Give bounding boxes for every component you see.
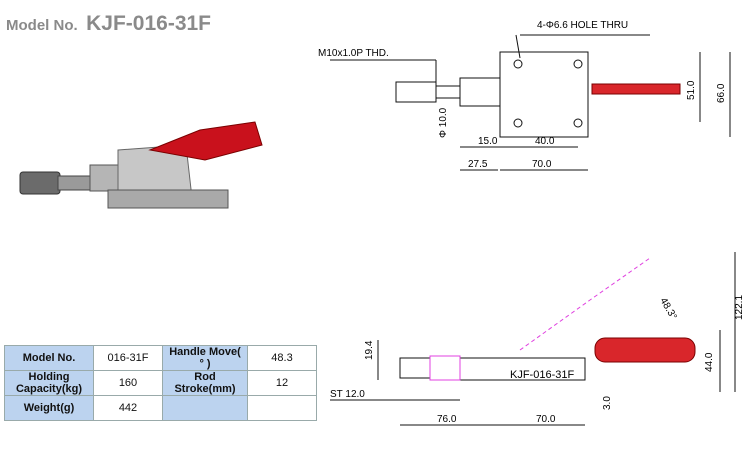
top-view-drawing — [330, 34, 731, 171]
spec-empty-label — [162, 395, 248, 421]
angle-label: 48.3° — [657, 296, 678, 322]
page-title: Model No. KJF-016-31F — [6, 12, 211, 36]
dim-70: 70.0 — [532, 159, 552, 170]
dim-122: 122.1 — [734, 295, 745, 320]
dia-label: Φ 10.0 — [438, 107, 449, 138]
stroke-label: ST 12.0 — [330, 389, 365, 400]
model-label: Model No. — [6, 17, 78, 34]
dim-70-side: 70.0 — [536, 414, 556, 425]
hole-note: 4-Φ6.6 HOLE THRU — [537, 20, 628, 31]
table-row: Holding Capacity(kg) 160 Rod Stroke(mm) … — [4, 370, 317, 396]
dim-76: 76.0 — [437, 414, 457, 425]
dim-27: 27.5 — [468, 159, 488, 170]
dim-66: 66.0 — [716, 83, 727, 103]
spec-model-label: Model No. — [4, 345, 94, 371]
spec-stroke-label: Rod Stroke(mm) — [162, 370, 248, 396]
table-row: Weight(g) 442 — [4, 395, 317, 421]
side-view-drawing — [330, 252, 736, 426]
product-photo — [19, 121, 263, 209]
dim-3: 3.0 — [602, 396, 613, 410]
dim-51: 51.0 — [686, 80, 697, 100]
spec-stroke-value: 12 — [247, 370, 317, 396]
thread-note: M10x1.0P THD. — [318, 48, 389, 59]
spec-weight-label: Weight(g) — [4, 395, 94, 421]
spec-handle-value: 48.3 — [247, 345, 317, 371]
model-label-side: KJF-016-31F — [510, 369, 574, 381]
dim-40: 40.0 — [535, 136, 555, 147]
spec-weight-value: 442 — [93, 395, 163, 421]
dim-15: 15.0 — [478, 136, 498, 147]
dim-44: 44.0 — [704, 352, 715, 372]
table-row: Model No. 016-31F Handle Move( ° ) 48.3 — [4, 345, 317, 371]
spec-empty-value — [247, 395, 317, 421]
spec-holding-value: 160 — [93, 370, 163, 396]
spec-handle-label: Handle Move( ° ) — [162, 345, 248, 371]
dim-19: 19.4 — [364, 340, 375, 360]
spec-holding-label: Holding Capacity(kg) — [4, 370, 94, 396]
model-value: KJF-016-31F — [86, 12, 212, 35]
spec-model-value: 016-31F — [93, 345, 163, 371]
spec-table: Model No. 016-31F Handle Move( ° ) 48.3 … — [4, 345, 317, 421]
